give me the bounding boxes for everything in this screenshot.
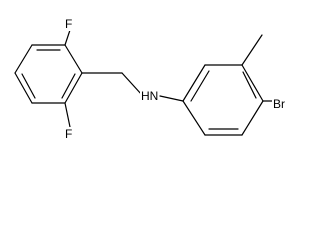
bond-n-ring2 xyxy=(159,95,184,102)
bond-ring1-e xyxy=(14,44,33,74)
bond-ring1-b xyxy=(64,72,83,104)
bond-ring2-inner-2 xyxy=(242,71,257,99)
bond-c-f-bottom xyxy=(64,102,71,128)
bond-ring1-inner-3 xyxy=(61,73,76,99)
bond-ring1-d xyxy=(14,72,33,104)
bond-ring2-c xyxy=(241,64,264,102)
bond-drawing xyxy=(14,29,275,136)
bond-ch2-n xyxy=(121,72,143,96)
amine-label: HN xyxy=(140,89,160,103)
bromine-label: Br xyxy=(272,97,286,111)
bond-ring2-inner-1 xyxy=(190,70,210,102)
fluorine-label-top: F xyxy=(64,17,74,31)
bond-c-f-top xyxy=(64,29,71,46)
structure-diagram: F F HN Br xyxy=(14,17,286,141)
bond-ring2-d xyxy=(241,100,264,136)
bond-ring1-inner-2 xyxy=(21,73,36,99)
bond-ring2-f xyxy=(182,100,206,136)
bond-methyl xyxy=(241,34,263,66)
bond-ring2-a xyxy=(182,64,206,102)
fluorine-label-bottom: F xyxy=(64,127,74,141)
bond-ring1-a xyxy=(64,44,83,74)
